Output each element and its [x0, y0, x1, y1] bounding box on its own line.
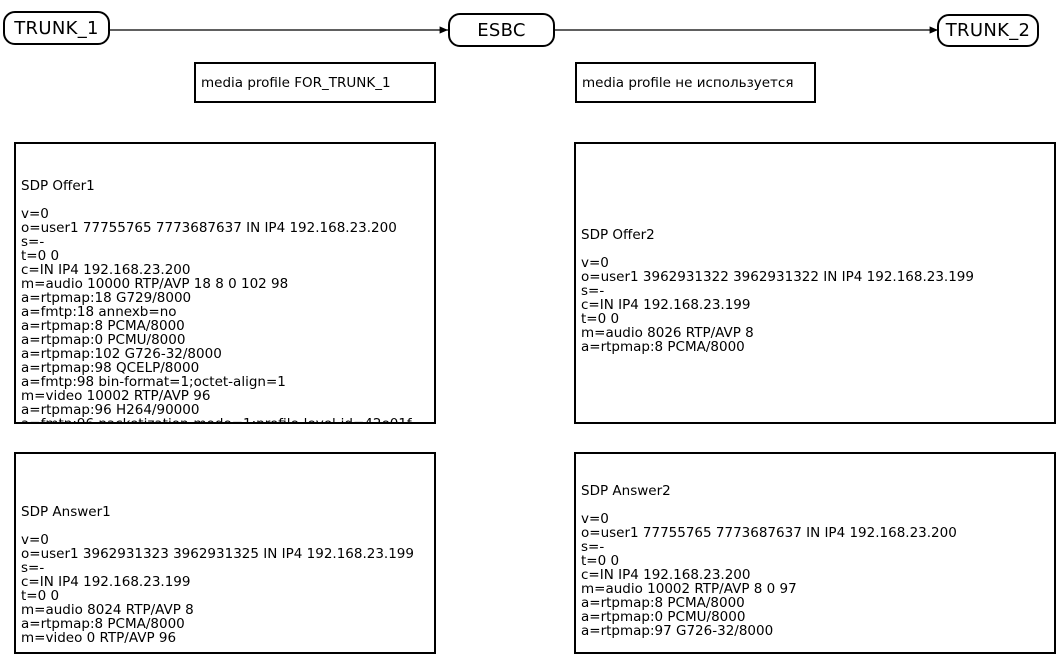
answer2-line: m=audio 10002 RTP/AVP 8 0 97 [581, 581, 797, 597]
answer2-line: a=rtpmap:8 PCMA/8000 [581, 595, 745, 611]
offer1-line: a=rtpmap:96 H264/90000 [21, 402, 200, 418]
node-esbc: ESBC [448, 13, 555, 47]
answer1-line: o=user1 3962931323 3962931325 IN IP4 192… [21, 546, 414, 562]
offer1-line: a=fmtp:18 annexb=no [21, 304, 177, 320]
answer2-line: s=- [581, 539, 605, 555]
answer1-line [21, 519, 429, 533]
offer2-line [581, 242, 1049, 256]
offer2-title: SDP Offer2 [581, 227, 655, 243]
node-trunk1-label: TRUNK_1 [14, 17, 99, 39]
offer2-line: t=0 0 [581, 311, 620, 327]
offer1-line: m=video 10002 RTP/AVP 96 [21, 388, 211, 404]
answer1-line: a=rtpmap:8 PCMA/8000 [21, 616, 185, 632]
answer1-line: c=IN IP4 192.168.23.199 [21, 574, 191, 590]
offer1-line [21, 193, 429, 207]
answer1-line: m=video 0 RTP/AVP 96 [21, 630, 177, 646]
answer2-line: v=0 [581, 511, 609, 527]
node-trunk1: TRUNK_1 [3, 11, 110, 45]
offer2-line: s=- [581, 283, 605, 299]
offer1-line: a=rtpmap:98 QCELP/8000 [21, 360, 200, 376]
offer2-line: c=IN IP4 192.168.23.199 [581, 297, 751, 313]
answer2-title: SDP Answer2 [581, 483, 671, 499]
media-profile-right: media profile не используется [575, 62, 816, 103]
answer2-line: a=rtpmap:97 G726-32/8000 [581, 623, 774, 639]
offer1-line: a=rtpmap:102 G726-32/8000 [21, 346, 222, 362]
offer1-line: a=fmtp:98 bin-format=1;octet-align=1 [21, 374, 286, 390]
offer2-line: a=rtpmap:8 PCMA/8000 [581, 339, 745, 355]
answer2-line: a=rtpmap:0 PCMU/8000 [581, 609, 746, 625]
offer1-title: SDP Offer1 [21, 178, 95, 194]
answer1-title: SDP Answer1 [21, 504, 111, 520]
answer1-line: s=- [21, 560, 45, 576]
offer1-line: o=user1 77755765 7773687637 IN IP4 192.1… [21, 220, 397, 236]
node-esbc-label: ESBC [477, 19, 526, 41]
answer2-line [581, 498, 1049, 512]
offer1-line: m=audio 10000 RTP/AVP 18 8 0 102 98 [21, 276, 289, 292]
offer1-line: a=rtpmap:0 PCMU/8000 [21, 332, 186, 348]
answer2-line: o=user1 77755765 7773687637 IN IP4 192.1… [581, 525, 957, 541]
offer2-line: o=user1 3962931322 3962931322 IN IP4 192… [581, 269, 974, 285]
offer1-line: a=fmtp:96 packetization-mode=1;profile-l… [21, 416, 412, 424]
media-profile-left: media profile FOR_TRUNK_1 [194, 62, 436, 103]
offer2-line: m=audio 8026 RTP/AVP 8 [581, 325, 754, 341]
media-profile-right-text: media profile не используется [582, 74, 794, 91]
answer2-line: t=0 0 [581, 553, 620, 569]
offer2-line: v=0 [581, 255, 609, 271]
node-trunk2: TRUNK_2 [937, 14, 1039, 47]
offer1-line: v=0 [21, 206, 49, 222]
offer1-line: t=0 0 [21, 248, 60, 264]
offer1-line: c=IN IP4 192.168.23.200 [21, 262, 191, 278]
offer1-line: a=rtpmap:18 G729/8000 [21, 290, 192, 306]
answer1-line: t=0 0 [21, 588, 60, 604]
media-profile-left-text: media profile FOR_TRUNK_1 [201, 74, 391, 91]
node-trunk2-label: TRUNK_2 [945, 20, 1031, 41]
offer1-line: a=rtpmap:8 PCMA/8000 [21, 318, 185, 334]
answer2-line: c=IN IP4 192.168.23.200 [581, 567, 751, 583]
offer1-line: s=- [21, 234, 45, 250]
answer1-line: v=0 [21, 532, 49, 548]
answer1-line: m=audio 8024 RTP/AVP 8 [21, 602, 194, 618]
